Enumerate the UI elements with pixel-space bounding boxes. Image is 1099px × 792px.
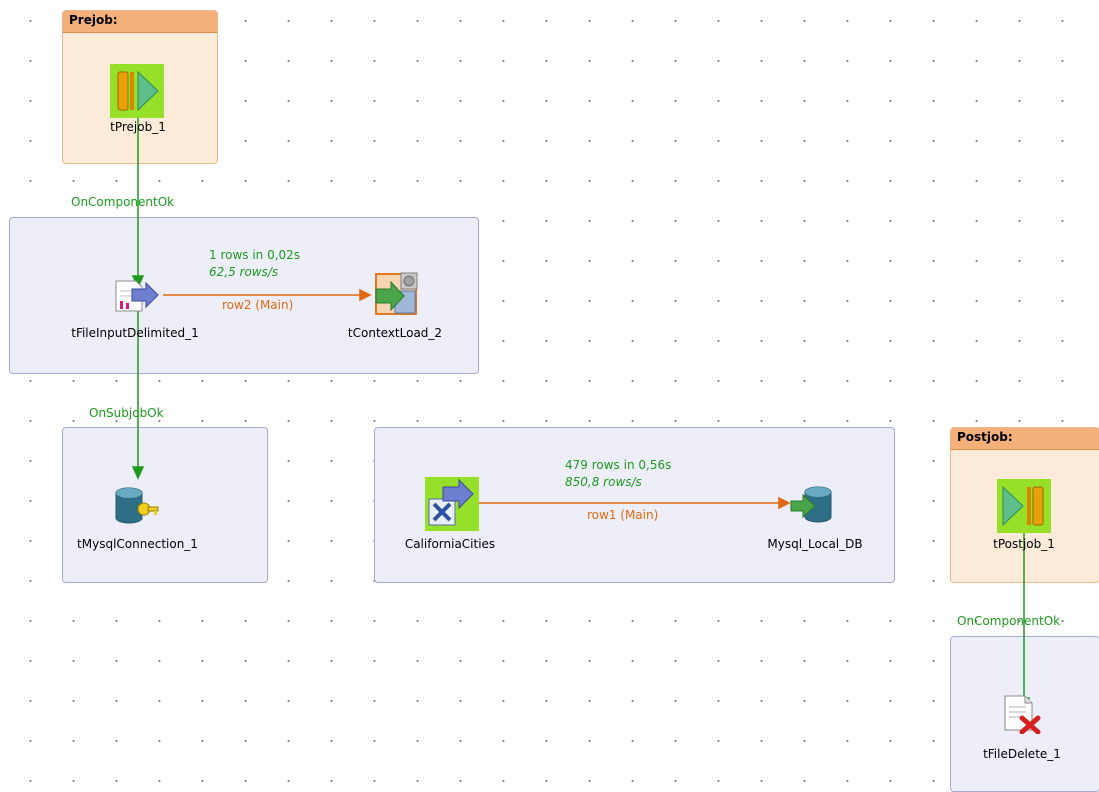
postjob-icon <box>997 479 1051 533</box>
tcontextload-label: tContextLoad_2 <box>347 326 443 340</box>
xml-input-icon <box>425 477 479 531</box>
tpostjob-label: tPostjob_1 <box>993 537 1055 551</box>
postjob-title: Postjob: <box>957 430 1013 444</box>
prejob-icon <box>110 64 164 118</box>
flow-arrow-row2 <box>359 288 372 302</box>
mysql-local-db-component[interactable] <box>789 485 835 525</box>
tprejob-component[interactable] <box>110 64 164 118</box>
californiacities-component[interactable] <box>425 477 479 531</box>
tcontextload-component[interactable] <box>373 271 419 317</box>
mysql-local-db-label: Mysql_Local_DB <box>767 537 863 551</box>
mysql-output-icon <box>790 486 832 523</box>
prejob-container[interactable]: Prejob: <box>62 10 218 164</box>
postjob-header: Postjob: <box>951 428 1099 450</box>
flow-row1-label[interactable]: row1 (Main) <box>587 508 659 522</box>
subjob-mysql-connection[interactable] <box>62 427 268 583</box>
flow-arrow-row1 <box>778 496 791 510</box>
tprejob-label: tPrejob_1 <box>110 120 166 134</box>
trigger-label-input-mysql[interactable]: OnSubjobOk <box>89 406 164 420</box>
tmysqlconnection-component[interactable] <box>114 486 160 526</box>
trigger-label-postjob-delete[interactable]: OnComponentOk <box>957 614 1061 628</box>
prejob-title: Prejob: <box>69 13 118 27</box>
flow-row1-stats: 479 rows in 0,56s <box>565 458 672 472</box>
californiacities-label: CaliforniaCities <box>404 537 496 551</box>
tpostjob-component[interactable] <box>997 479 1051 533</box>
tfileinputdelimited-label: tFileInputDelimited_1 <box>71 326 199 340</box>
context-load-icon <box>375 272 418 315</box>
tfiledelete-label: tFileDelete_1 <box>983 747 1061 761</box>
trigger-arrow-input-mysql <box>131 466 145 480</box>
file-input-icon <box>115 280 159 312</box>
flow-row1-rate: 850,8 rows/s <box>565 475 642 489</box>
flow-row2-stats: 1 rows in 0,02s <box>209 248 301 262</box>
tmysqlconnection-label: tMysqlConnection_1 <box>77 537 198 551</box>
flow-row2-label[interactable]: row2 (Main) <box>222 298 294 312</box>
trigger-label-prejob-input[interactable]: OnComponentOk <box>71 195 175 209</box>
prejob-header: Prejob: <box>63 11 217 33</box>
tfileinputdelimited-component[interactable] <box>114 277 160 315</box>
file-delete-icon <box>1004 695 1041 735</box>
flow-row2-rate: 62,5 rows/s <box>209 265 279 279</box>
tfiledelete-component[interactable] <box>1002 694 1042 735</box>
mysql-connection-icon <box>115 487 159 524</box>
